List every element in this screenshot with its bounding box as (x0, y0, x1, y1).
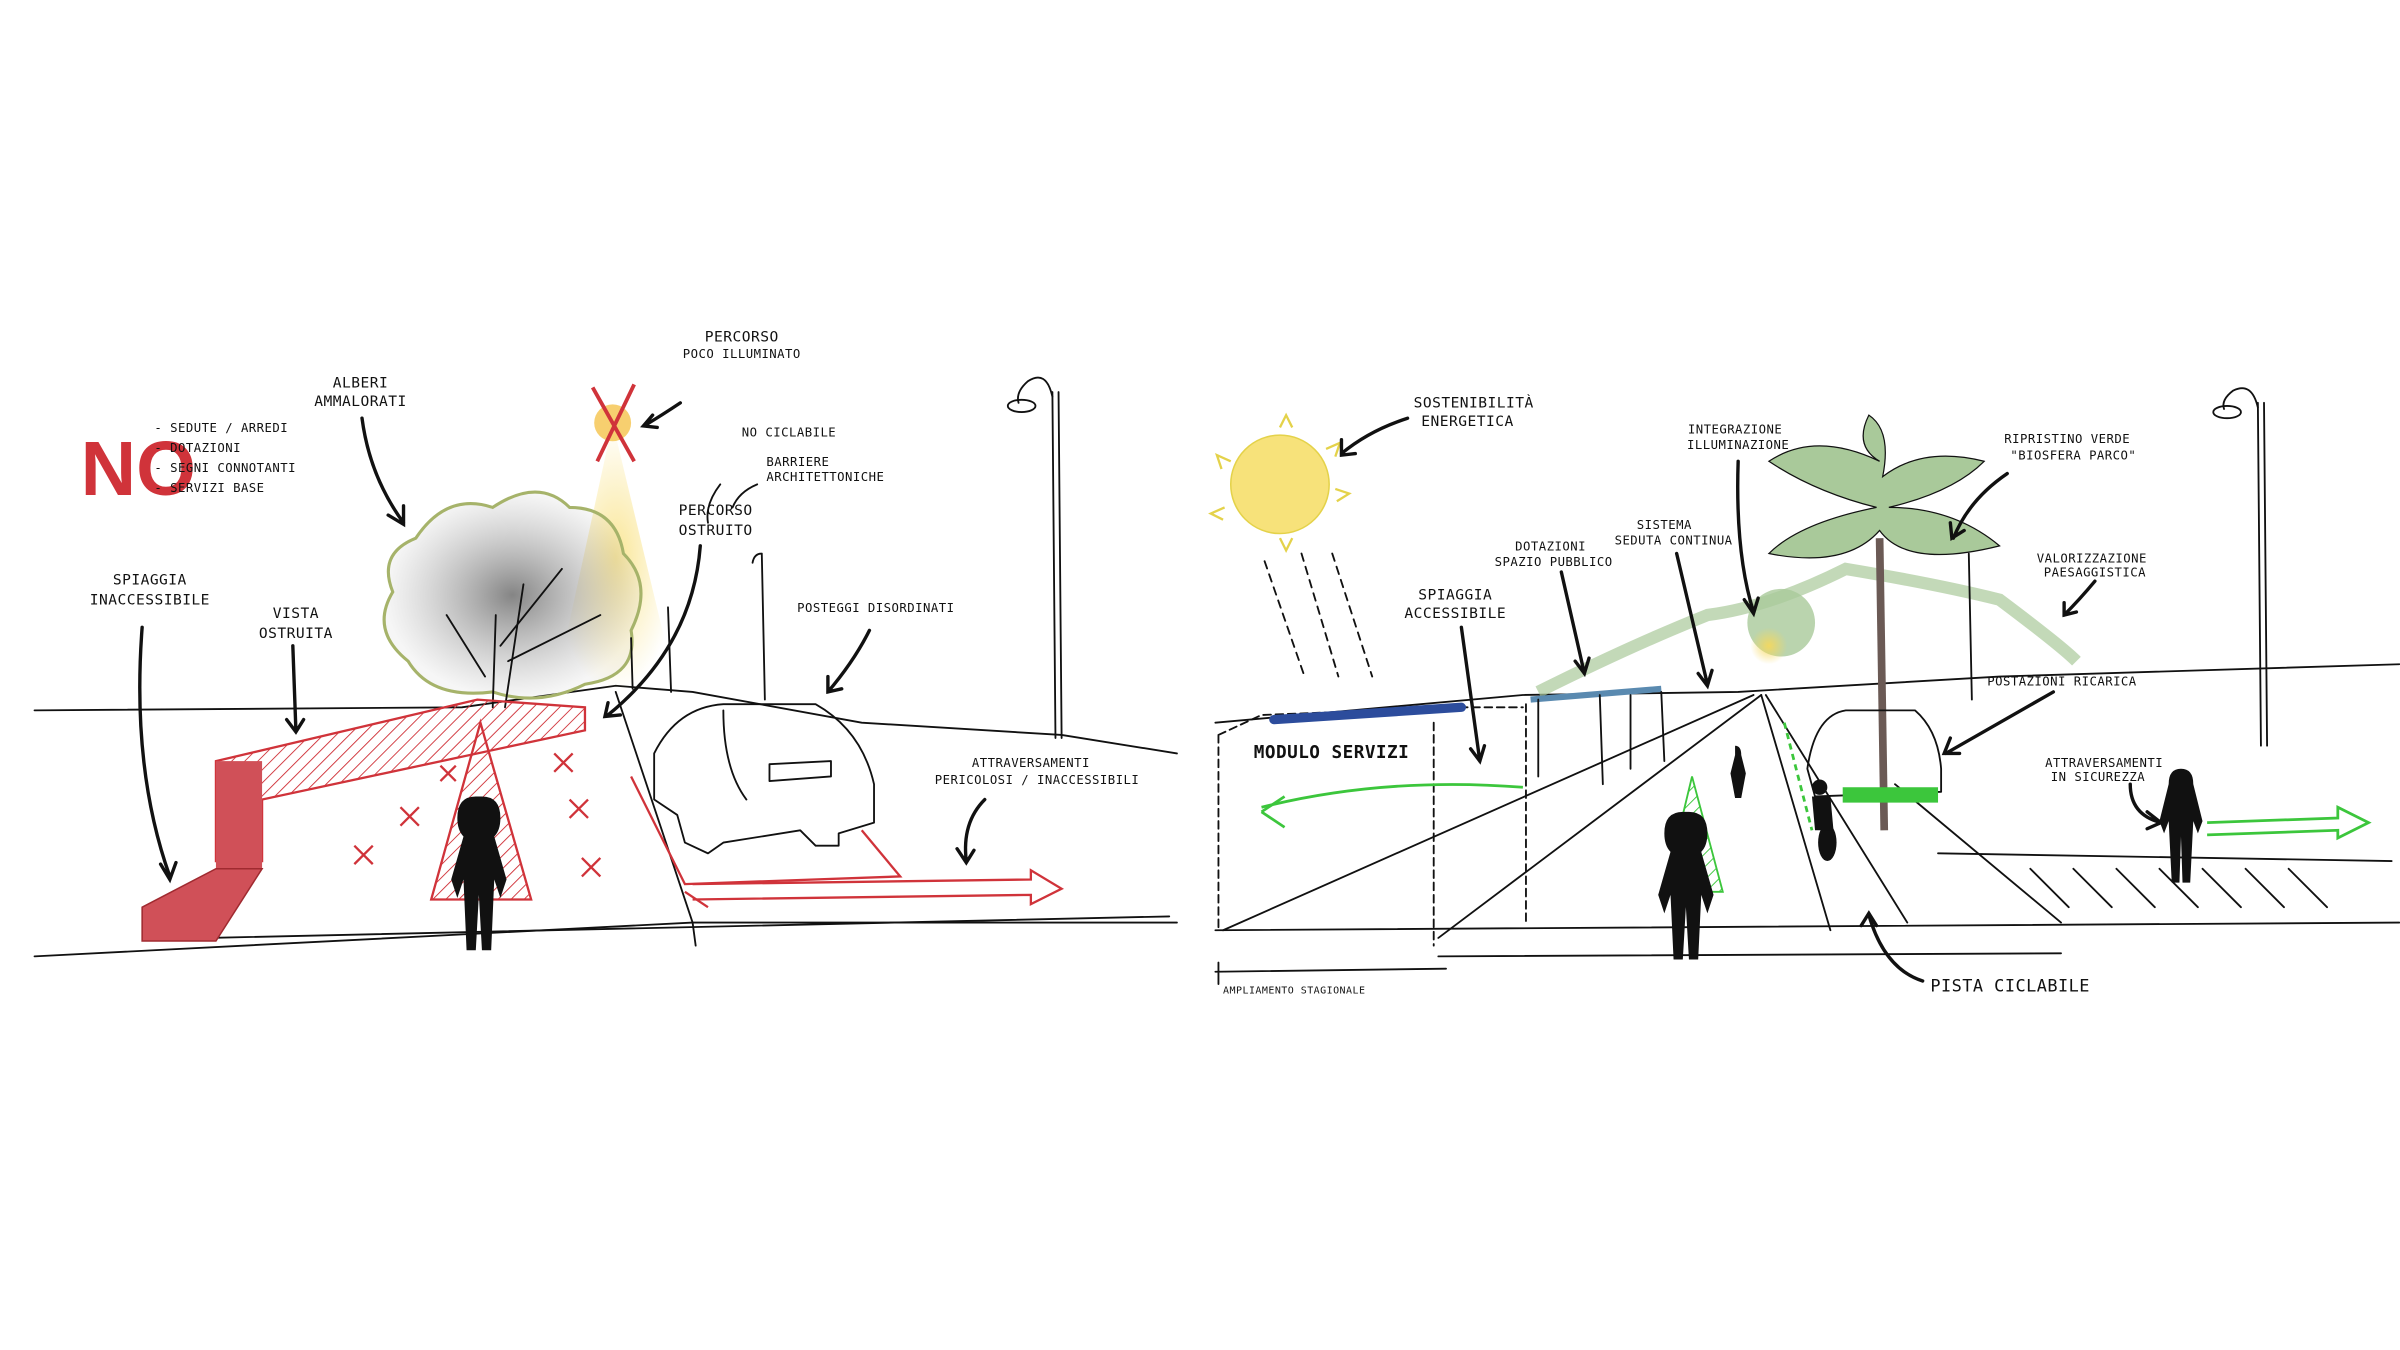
safe-crossing-arrow (2207, 804, 2372, 841)
list-item: - DOTAZIONI (154, 441, 241, 455)
person-silhouette (1658, 811, 1714, 960)
label-attraversamenti: ATTRAVERSAMENTI (972, 756, 1090, 770)
list-item: - SEDUTE / ARREDI (154, 421, 288, 435)
beach-blocking-block (141, 867, 264, 942)
person-silhouette (451, 796, 507, 951)
label-postazioni-ricarica: POSTAZIONI RICARICA (1987, 675, 2137, 689)
crosswalk (1937, 852, 2393, 909)
cross-mark-icon (590, 383, 636, 463)
label-ammalorati: AMMALORATI (314, 393, 406, 410)
lamp-post-small (1967, 552, 1973, 701)
label-spazio-pubblico: SPAZIO PUBBLICO (1495, 555, 1613, 569)
arrowhead (1260, 795, 1286, 829)
parked-car (653, 703, 875, 855)
road-edge (614, 690, 697, 947)
list-item: - SEGNI CONNOTANTI (154, 461, 296, 475)
street-lamp (2212, 387, 2269, 747)
ground-line-2 (1437, 952, 2062, 958)
tree-branches (445, 567, 602, 709)
label-in-sicurezza: IN SICUREZZA (2051, 770, 2146, 784)
label-alberi: ALBERI (333, 374, 389, 391)
label-valorizzazione: VALORIZZAZIONE (2037, 552, 2147, 566)
seasonal-expansion-arrow (1261, 783, 1524, 809)
horizon-line (1214, 663, 2400, 724)
solar-panel (1269, 702, 1467, 725)
label-poco-illuminato: POCO ILLUMINATO (683, 347, 801, 361)
label-energetica: ENERGETICA (1421, 413, 1513, 430)
dimension-line (1214, 961, 1447, 985)
label-paesaggistica: PAESAGGISTICA (2044, 566, 2146, 580)
parked-car (1806, 709, 1943, 798)
label-modulo-servizi: MODULO SERVIZI (1254, 743, 1409, 763)
bike-lane-marking (1782, 722, 1814, 831)
label-integrazione: INTEGRAZIONE (1688, 423, 1782, 437)
lamp-post-small (751, 552, 766, 701)
shelter-posts (1537, 690, 1666, 786)
cyclist (1811, 779, 1837, 862)
label-ripristino-verde: RIPRISTINO VERDE (2004, 432, 2130, 446)
dangerous-crossing-arrow (692, 868, 1065, 906)
barrier-wall (214, 698, 587, 863)
label-inaccessibile: INACCESSIBILE (90, 591, 210, 608)
left-sketch-current-state: NO - SEDUTE / ARREDI - DOTAZIONI - SEGNI… (33, 328, 1178, 958)
distant-person (1730, 745, 1746, 799)
no-mark: NO (81, 426, 196, 512)
label-illuminazione: ILLUMINAZIONE (1687, 438, 1789, 452)
sun-rays (1263, 552, 1374, 678)
label-posteggi: POSTEGGI DISORDINATI (797, 601, 954, 615)
label-ostruito: OSTRUITO (679, 522, 753, 539)
label-percorso-ostruito: PERCORSO (679, 502, 753, 519)
label-ostruita: OSTRUITA (259, 625, 333, 642)
charging-station-pad (1842, 787, 1939, 803)
missing-items-list: - SEDUTE / ARREDI - DOTAZIONI - SEGNI CO… (154, 421, 296, 495)
label-barriere: BARRIERE (766, 455, 829, 469)
label-dotazioni: DOTAZIONI (1515, 539, 1586, 553)
cross-marks (353, 752, 602, 878)
lamp-light (1750, 627, 1788, 665)
right-sketch-project-proposal: SOSTENIBILITÀ ENERGETICA INTEGRAZIONE IL… (1208, 387, 2400, 996)
sun-icon (1208, 412, 1352, 554)
horizon-line (33, 684, 1178, 755)
label-accessibile: ACCESSIBILE (1404, 605, 1506, 622)
label-biosfera-parco: "BIOSFERA PARCO" (2010, 449, 2136, 463)
barrier-block (215, 761, 263, 869)
shelter-roof (1530, 685, 1662, 703)
label-spiaggia: SPIAGGIA (113, 571, 187, 588)
label-sistema: SISTEMA (1637, 518, 1692, 532)
label-ampliamento: AMPLIAMENTO STAGIONALE (1223, 985, 1365, 996)
bike-lane-edges (1760, 694, 2062, 932)
parking-outline (630, 775, 903, 909)
service-module-outline (1217, 703, 1527, 947)
label-attraversamenti: ATTRAVERSAMENTI (2045, 756, 2163, 770)
street-lamp (1006, 376, 1063, 739)
label-percorso: PERCORSO (705, 328, 779, 345)
ground-line (1214, 921, 2400, 932)
label-pericolosi: PERICOLOSI / INACCESSIBILI (935, 773, 1139, 787)
palm-fronds (1767, 414, 2001, 559)
list-item: - SERVIZI BASE (154, 481, 264, 495)
label-architettoniche: ARCHITETTONICHE (766, 470, 884, 484)
promenade-edges (1222, 694, 1763, 939)
pedestrian-crossing (2159, 768, 2203, 883)
label-leaders (706, 483, 759, 524)
label-spiaggia: SPIAGGIA (1418, 587, 1492, 604)
annotation-arrows (1339, 416, 2165, 983)
label-sostenibilita: SOSTENIBILITÀ (1414, 393, 1534, 411)
ground-line-2 (207, 915, 1171, 939)
palm-trunk (1875, 538, 1889, 831)
lamp-post-small-2 (630, 606, 672, 693)
label-vista: VISTA (273, 605, 319, 622)
annotation-arrows (138, 401, 987, 884)
label-pista-ciclabile: PISTA CICLABILE (1930, 976, 2090, 996)
green-hill (1535, 562, 2081, 698)
label-seduta-continua: SEDUTA CONTINUA (1615, 533, 1733, 547)
label-no-ciclabile: NO CICLABILE (742, 426, 836, 440)
damaged-tree (382, 490, 643, 700)
